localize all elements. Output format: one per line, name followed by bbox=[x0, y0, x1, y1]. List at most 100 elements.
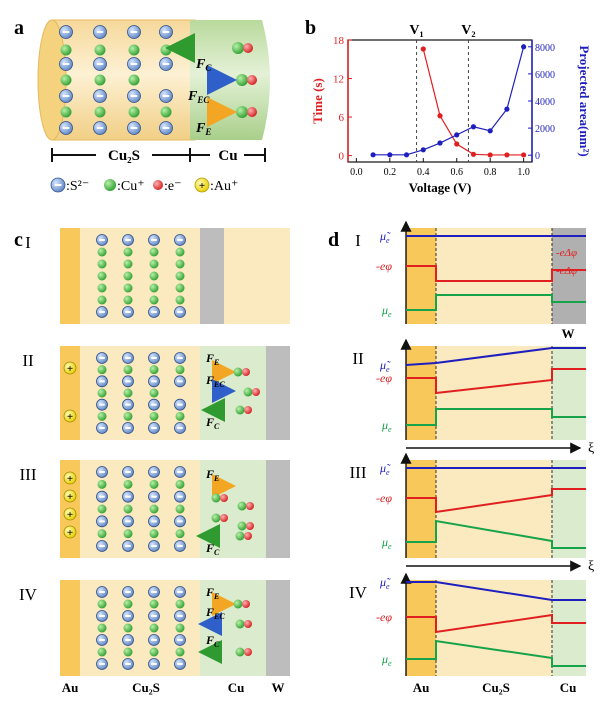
minus-sign bbox=[96, 127, 104, 129]
cu2s-band bbox=[436, 580, 552, 676]
copper-ion bbox=[94, 106, 106, 118]
chemical-potential-line bbox=[406, 519, 586, 549]
minus-sign bbox=[96, 95, 104, 97]
tungsten-electrode bbox=[266, 580, 290, 676]
minus-sign bbox=[177, 380, 183, 383]
copper-ion bbox=[237, 501, 247, 511]
fe-label: FE bbox=[205, 467, 219, 483]
minus-sign bbox=[130, 95, 138, 97]
minus-sign bbox=[151, 615, 157, 617]
x-tick-label: 1.0 bbox=[517, 167, 530, 178]
minus-sign bbox=[125, 663, 131, 665]
fe-label: FE bbox=[195, 121, 211, 137]
copper-ion bbox=[175, 479, 185, 489]
copper-ion bbox=[211, 513, 221, 523]
plus-sign: + bbox=[67, 491, 73, 503]
electron bbox=[244, 620, 252, 628]
fe-label: FE bbox=[205, 585, 219, 601]
panel-d-label: d bbox=[328, 229, 339, 251]
minus-sign bbox=[177, 495, 183, 498]
phi-label: -eφ bbox=[376, 259, 392, 273]
minus-sign bbox=[125, 357, 131, 359]
copper-ion bbox=[175, 247, 185, 257]
panel-a: a FC FEC FE Cu₂S Cu :S²⁻ bbox=[14, 17, 270, 194]
copper-ion bbox=[123, 529, 133, 539]
data-point bbox=[420, 147, 426, 153]
copper-ion bbox=[94, 74, 106, 86]
minus-sign bbox=[177, 639, 183, 641]
copper-ion bbox=[149, 295, 159, 305]
copper-ion bbox=[235, 531, 245, 541]
minus-sign bbox=[151, 591, 157, 593]
gold-ion bbox=[63, 471, 77, 485]
mu-tilde-label: μ̃e bbox=[379, 575, 391, 591]
d-bottom-au: Au bbox=[413, 680, 430, 695]
minus-sign bbox=[177, 403, 183, 406]
minus-sign bbox=[151, 427, 157, 429]
data-point bbox=[437, 113, 443, 119]
y-tick-label: 12 bbox=[333, 74, 344, 86]
data-point bbox=[487, 128, 493, 134]
minus-sign bbox=[99, 357, 105, 359]
copper-ion bbox=[175, 259, 185, 269]
c-bottom-w: W bbox=[272, 680, 285, 695]
c-bottom-cu2s: Cu₂S bbox=[132, 680, 160, 695]
copper-ion bbox=[235, 405, 245, 415]
stage-label: IV bbox=[349, 583, 368, 602]
copper-ion bbox=[235, 619, 245, 629]
x-tick-label: 0.4 bbox=[417, 167, 430, 178]
electron bbox=[247, 75, 257, 85]
copper-ion bbox=[97, 388, 107, 398]
minus-sign bbox=[125, 615, 131, 617]
gold-ion bbox=[63, 489, 77, 503]
copper-ion bbox=[97, 283, 107, 293]
data-point bbox=[387, 152, 393, 158]
stage-label: II bbox=[352, 349, 364, 368]
copper-ion bbox=[175, 283, 185, 293]
minus-sign bbox=[177, 427, 183, 429]
copper-ion bbox=[175, 271, 185, 281]
electrostatic-potential-line bbox=[406, 488, 586, 514]
minus-sign bbox=[125, 639, 131, 641]
copper-ion bbox=[175, 365, 185, 375]
electrostatic-potential-line bbox=[406, 265, 586, 282]
data-point bbox=[470, 124, 477, 130]
data-point bbox=[454, 132, 460, 138]
y-tick-label: 18 bbox=[333, 35, 345, 47]
minus-sign bbox=[177, 545, 183, 547]
stage-label: IV bbox=[19, 585, 38, 604]
y-tick-label: 6 bbox=[339, 112, 345, 124]
minus-sign bbox=[177, 357, 183, 359]
au-band bbox=[406, 228, 436, 324]
copper-ion bbox=[243, 387, 253, 397]
copper-ion bbox=[123, 388, 133, 398]
copper-ion bbox=[149, 365, 159, 375]
electron bbox=[244, 532, 252, 540]
copper-ion bbox=[211, 493, 221, 503]
svg-text:+: + bbox=[199, 180, 205, 192]
electron bbox=[244, 648, 252, 656]
minus-sign bbox=[99, 427, 105, 429]
copper-ion bbox=[97, 271, 107, 281]
mu-label: μe bbox=[381, 418, 392, 434]
y2-tick-label: 4000 bbox=[535, 97, 555, 108]
fc-label: FC bbox=[205, 415, 220, 431]
xi-label: ξ bbox=[588, 441, 594, 456]
minus-sign bbox=[151, 380, 157, 383]
copper-ion bbox=[123, 623, 133, 633]
minus-sign bbox=[177, 471, 183, 473]
copper-ion bbox=[149, 247, 159, 257]
legend: :S²⁻ :Cu⁺ :e⁻ + :Au⁺ bbox=[50, 177, 238, 194]
mu-tilde-label: μ̃e bbox=[379, 229, 391, 245]
electron bbox=[242, 600, 250, 608]
threshold-label: V₁ bbox=[409, 23, 423, 38]
copper-ion bbox=[149, 599, 159, 609]
minus-sign bbox=[177, 239, 183, 241]
copper-ion bbox=[233, 599, 243, 609]
minus-sign bbox=[99, 520, 105, 523]
